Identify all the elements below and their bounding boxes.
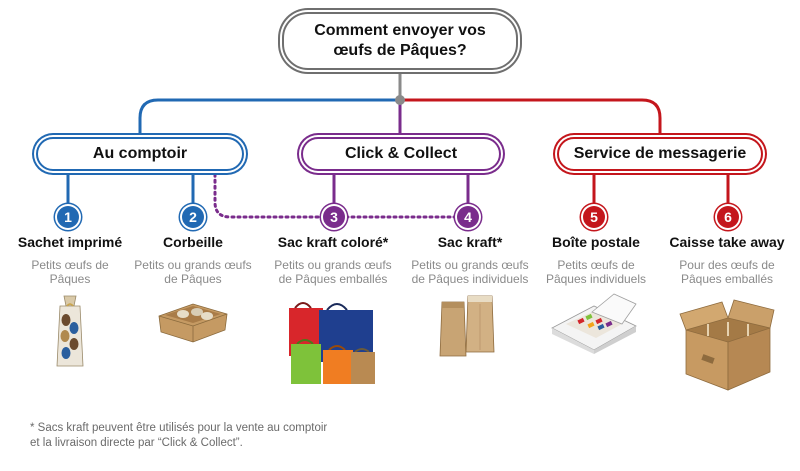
category-click-collect: Click & Collect bbox=[301, 137, 501, 171]
colored-kraft-bags-icon bbox=[289, 302, 375, 384]
item-title-3: Sac kraft coloré* bbox=[277, 234, 389, 250]
footnote: * Sacs kraft peuvent être utilisés pour … bbox=[30, 422, 328, 449]
item-title-5: Boîte postale bbox=[552, 234, 640, 250]
kraft-bags-icon bbox=[439, 295, 495, 357]
root-question-text: Comment envoyer vos œufs de Pâques? bbox=[314, 22, 486, 59]
item-title-1: Sachet imprimé bbox=[17, 234, 123, 250]
root-question-node: Comment envoyer vos œufs de Pâques? bbox=[282, 12, 518, 70]
item-title-6: Caisse take away bbox=[669, 234, 785, 250]
postal-box-icon bbox=[551, 293, 637, 354]
item-number-4: 4 bbox=[457, 206, 479, 228]
item-number-1: 1 bbox=[57, 206, 79, 228]
category-service-messagerie: Service de messagerie bbox=[557, 137, 763, 171]
item-number-6: 6 bbox=[717, 206, 739, 228]
basket-icon bbox=[158, 303, 228, 343]
printed-bag-icon bbox=[56, 295, 84, 367]
item-title-2: Corbeille bbox=[163, 234, 223, 250]
item-number-2: 2 bbox=[182, 206, 204, 228]
item-number-5: 5 bbox=[583, 206, 605, 228]
take-away-box-icon bbox=[679, 299, 775, 391]
item-number-3: 3 bbox=[323, 206, 345, 228]
category-au-comptoir: Au comptoir bbox=[36, 137, 244, 171]
item-title-4: Sac kraft* bbox=[437, 234, 503, 250]
